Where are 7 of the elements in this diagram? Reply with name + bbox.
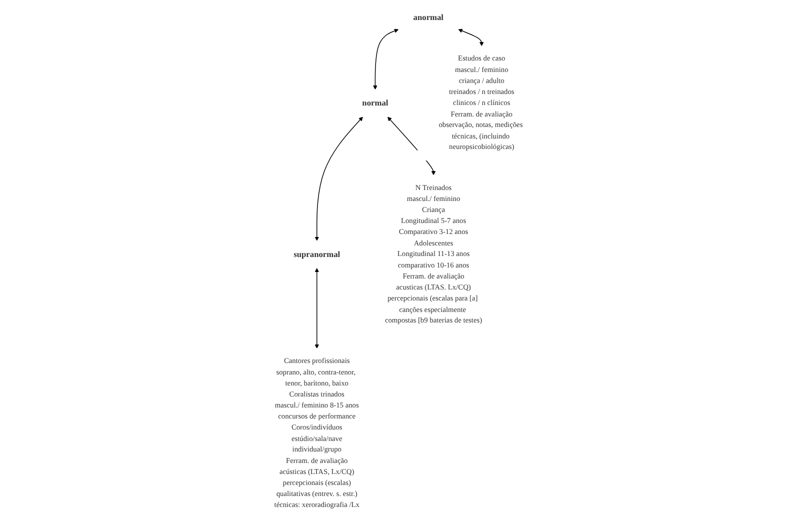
arrow [372, 28, 398, 90]
arrow [458, 28, 484, 46]
node-text: anormal [413, 12, 444, 22]
arrow [314, 268, 319, 349]
node-text: supranormal [293, 250, 340, 259]
node-text: normal [362, 98, 388, 108]
arrow [314, 116, 363, 241]
